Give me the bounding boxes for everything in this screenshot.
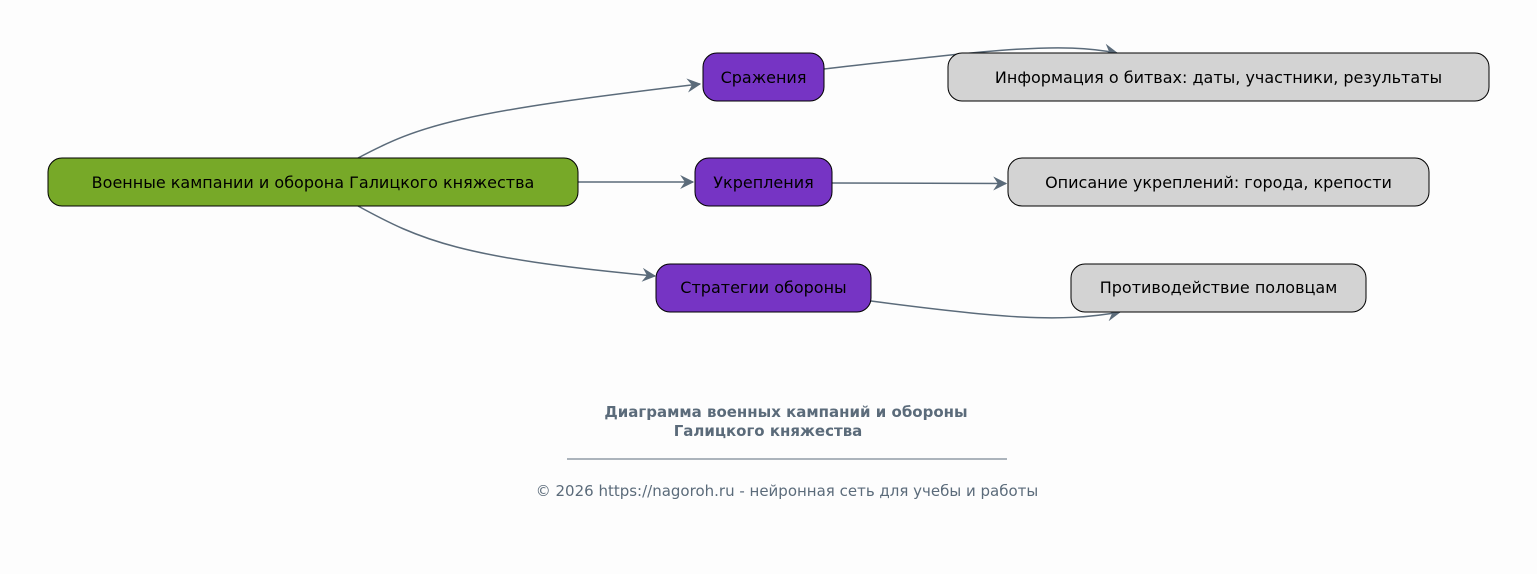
node-fortifications: Укрепления	[694, 157, 833, 207]
node-battles-info-label: Информация о битвах: даты, участники, ре…	[995, 68, 1442, 87]
edge-strategies-info	[870, 300, 1122, 322]
node-fortifications-label: Укрепления	[713, 173, 813, 192]
edge-root-strategies	[357, 205, 657, 282]
node-fort-info-label: Описание укреплений: города, крепости	[1045, 173, 1392, 192]
edge-battles-info	[823, 43, 1119, 70]
node-strategy-info-label: Противодействие половцам	[1100, 278, 1338, 297]
diagram-title-line2: Галицкого княжества	[674, 422, 863, 440]
edge-fortifications-info	[831, 176, 1008, 191]
node-root: Военные кампании и оборона Галицкого кня…	[47, 157, 579, 207]
node-strategies: Стратегии обороны	[655, 263, 872, 313]
node-fort-info: Описание укреплений: города, крепости	[1007, 157, 1430, 207]
node-battles: Сражения	[702, 52, 825, 102]
node-strategies-label: Стратегии обороны	[680, 278, 846, 297]
diagram-title-line1: Диаграмма военных кампаний и обороны	[604, 403, 967, 421]
node-battles-label: Сражения	[721, 68, 807, 87]
edge-root-battles	[357, 78, 702, 159]
footer-copyright: © 2026 https://nagoroh.ru - нейронная се…	[536, 482, 1039, 500]
node-root-label: Военные кампании и оборона Галицкого кня…	[92, 173, 535, 192]
node-strategy-info: Противодействие половцам	[1070, 263, 1367, 313]
node-battles-info: Информация о битвах: даты, участники, ре…	[947, 52, 1490, 102]
